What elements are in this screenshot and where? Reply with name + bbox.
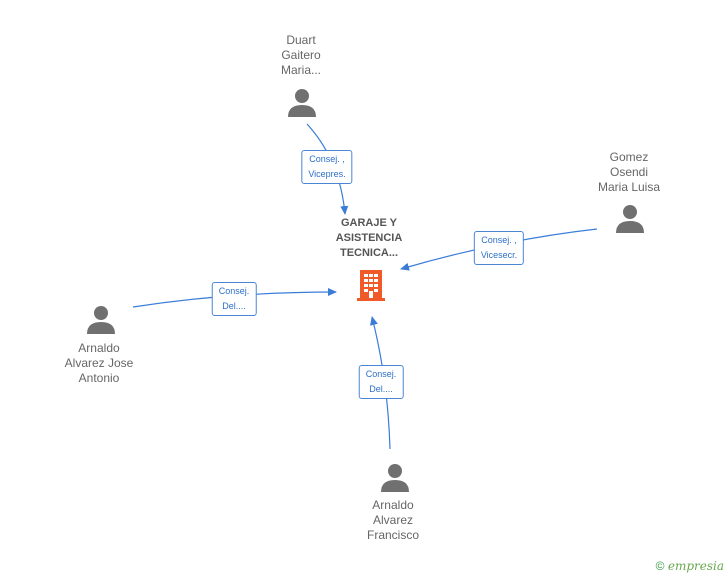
edge-label-arnaldo-f[interactable]: Consej. Del.... [358, 365, 404, 399]
edge-label-duart[interactable]: Consej. , Vicepres. [301, 150, 353, 184]
edge-label-arnaldo-ja[interactable]: Consej. Del.... [211, 282, 257, 316]
person-icon[interactable] [86, 305, 116, 335]
copyright-symbol: © [655, 559, 665, 573]
brand-name: empresia [667, 559, 724, 573]
person-label-arnaldo-ja[interactable]: Arnaldo Alvarez Jose Antonio [64, 341, 134, 385]
person-icon[interactable] [380, 463, 410, 493]
person-label-duart[interactable]: Duart Gaitero Maria... [280, 33, 322, 77]
edge-label-gomez[interactable]: Consej. , Vicesecr. [473, 231, 525, 265]
footer-brand[interactable]: © empresia [656, 559, 724, 573]
person-icon[interactable] [287, 88, 317, 118]
person-label-gomez[interactable]: Gomez Osendi Maria Luisa [597, 150, 661, 194]
person-label-arnaldo-f[interactable]: Arnaldo Alvarez Francisco [366, 498, 420, 542]
company-name[interactable]: GARAJE Y ASISTENCIA TECNICA... [335, 217, 403, 259]
building-icon[interactable] [356, 268, 386, 302]
person-icon[interactable] [615, 204, 645, 234]
